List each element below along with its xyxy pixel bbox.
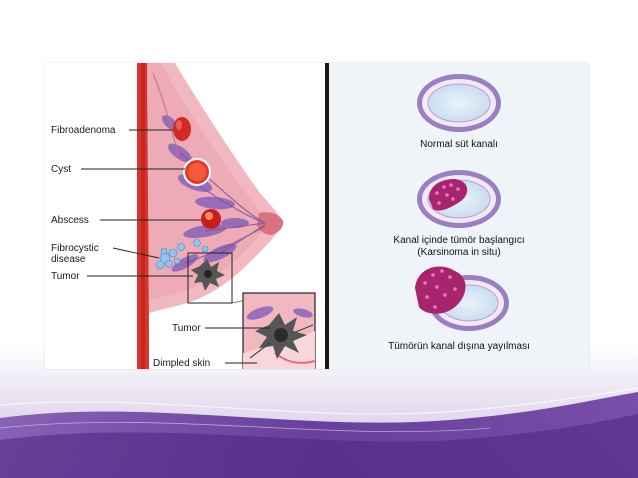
- slide-content: Fibroadenoma Cyst Abscess Fibrocystic di…: [45, 63, 589, 369]
- label-fibroadenoma: Fibroadenoma: [51, 125, 116, 136]
- caption-normal-duct: Normal süt kanalı: [420, 139, 498, 150]
- breast-anatomy-diagram: Fibroadenoma Cyst Abscess Fibrocystic di…: [45, 63, 325, 369]
- breast-illustration: [81, 63, 316, 369]
- fibroadenoma-mass: [173, 117, 191, 141]
- caption-invasive: Tümörün kanal dışına yayılması: [388, 341, 530, 352]
- caption-in-situ: Kanal içinde tümör başlangıcı (Karsinoma…: [393, 235, 525, 258]
- tumor-highlight-box: [187, 252, 233, 304]
- duct-illustrations: [415, 74, 509, 331]
- label-tumor: Tumor: [51, 271, 80, 282]
- label-fibrocystic: Fibrocystic: [51, 243, 99, 254]
- label-tumor-inset: Tumor: [172, 323, 201, 334]
- label-fibrocystic-line2: disease: [51, 254, 86, 265]
- milk-duct-stages-diagram: Normal süt kanalı Kanal içinde tümör baş…: [329, 63, 589, 369]
- in-situ-duct: [417, 170, 501, 228]
- panel-divider: [325, 63, 329, 369]
- tumor-inset: [242, 292, 316, 369]
- nipple: [257, 212, 284, 235]
- fibrocystic-cysts: [155, 239, 209, 270]
- label-cyst: Cyst: [51, 164, 71, 175]
- label-abscess: Abscess: [51, 215, 89, 226]
- invasive-duct: [415, 266, 509, 331]
- normal-duct: [417, 74, 501, 132]
- tumor-mass: [191, 259, 225, 291]
- fibrocystic-leader: [112, 247, 160, 259]
- tumor-cells-invasive: [415, 266, 466, 314]
- label-dimpled-skin: Dimpled skin: [153, 358, 211, 369]
